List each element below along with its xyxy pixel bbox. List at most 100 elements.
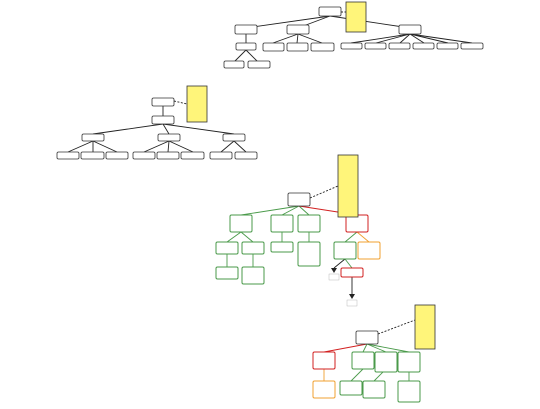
- tree-1-edges: [233, 11, 473, 63]
- node-t4-d[interactable]: [397, 351, 421, 373]
- edge: [366, 343, 387, 353]
- node-t2-b3[interactable]: [180, 151, 205, 160]
- node-t2-b2[interactable]: [156, 151, 180, 160]
- node-t1-c2[interactable]: [364, 42, 387, 50]
- node-t1-b3[interactable]: [310, 42, 335, 52]
- edge: [296, 33, 299, 44]
- edge: [162, 123, 170, 135]
- node-t4-b1[interactable]: [339, 380, 363, 396]
- node-t1-root[interactable]: [318, 6, 342, 17]
- node-t3-c1[interactable]: [297, 241, 321, 267]
- node-t2-a[interactable]: [81, 133, 105, 142]
- edge: [92, 140, 118, 153]
- node-t2-c[interactable]: [222, 133, 246, 142]
- edge: [344, 231, 358, 243]
- node-t1-c3[interactable]: [388, 42, 411, 50]
- edge: [245, 49, 259, 63]
- terminal-marker: [331, 268, 337, 273]
- edge: [350, 33, 411, 44]
- edge: [143, 140, 170, 153]
- node-t4-b[interactable]: [351, 351, 375, 370]
- node-t3-d1[interactable]: [333, 241, 357, 260]
- node-t1-c5[interactable]: [436, 42, 459, 50]
- node-t1-b2[interactable]: [286, 42, 309, 52]
- terminal-label: [346, 299, 358, 307]
- edge: [92, 123, 164, 135]
- terminal-marker: [349, 294, 355, 299]
- node-t3-b[interactable]: [270, 214, 294, 233]
- note-connector: [377, 319, 416, 335]
- node-t4-a[interactable]: [312, 351, 336, 370]
- sticky-note: [337, 154, 359, 218]
- sticky-note: [414, 304, 436, 350]
- node-t1-c4[interactable]: [412, 42, 435, 50]
- tree-2: [56, 85, 258, 160]
- node-t3-d1b[interactable]: [340, 267, 364, 278]
- edge: [333, 258, 346, 269]
- node-t3-d2[interactable]: [357, 241, 381, 260]
- tree-2-nodes: [56, 97, 258, 160]
- edge: [323, 343, 368, 353]
- node-t4-d1[interactable]: [397, 380, 421, 403]
- node-t3-a[interactable]: [229, 214, 253, 233]
- edge: [366, 343, 410, 353]
- edge: [240, 231, 254, 243]
- edge: [409, 33, 425, 44]
- edge: [245, 15, 331, 29]
- edge: [233, 140, 247, 153]
- node-t3-a2a[interactable]: [241, 266, 265, 285]
- node-t3-a1[interactable]: [215, 241, 239, 255]
- tree-3-edges: [226, 185, 370, 294]
- tree-1: [223, 1, 484, 69]
- node-t1-b1[interactable]: [262, 42, 285, 52]
- edge: [375, 33, 411, 44]
- node-t2-root[interactable]: [151, 97, 175, 107]
- edge: [67, 140, 94, 153]
- node-t3-a2[interactable]: [241, 241, 265, 255]
- edge: [356, 231, 370, 243]
- node-t3-root[interactable]: [287, 192, 311, 207]
- terminal-label: [328, 273, 340, 281]
- node-t3-c[interactable]: [297, 214, 321, 233]
- note-connector: [173, 100, 188, 105]
- node-t2-c2[interactable]: [234, 151, 258, 160]
- tree-4: [312, 304, 436, 403]
- node-t2-a2[interactable]: [80, 151, 105, 160]
- node-t4-a1[interactable]: [312, 380, 336, 399]
- node-t1-a1a[interactable]: [223, 60, 245, 69]
- edge: [220, 140, 235, 153]
- node-t1-a1b[interactable]: [247, 60, 271, 69]
- node-t4-c1[interactable]: [362, 380, 386, 399]
- tree-2-edges: [67, 100, 247, 153]
- edge: [409, 33, 473, 44]
- node-t1-c6[interactable]: [460, 42, 484, 50]
- node-t3-b1[interactable]: [270, 241, 294, 253]
- node-t2-a3[interactable]: [105, 151, 129, 160]
- node-t4-c[interactable]: [374, 351, 398, 373]
- sticky-note: [186, 85, 208, 123]
- tree-4-nodes: [312, 330, 421, 403]
- edge: [226, 231, 242, 243]
- edge: [297, 33, 323, 44]
- node-t2-b1[interactable]: [132, 151, 156, 160]
- node-t2-c1[interactable]: [209, 151, 233, 160]
- node-t1-b[interactable]: [286, 24, 310, 35]
- edge: [240, 205, 300, 216]
- note-connector: [309, 185, 339, 199]
- edge: [281, 205, 300, 216]
- node-t1-c1[interactable]: [340, 42, 363, 50]
- tree-3: [215, 154, 381, 307]
- node-t3-a1a[interactable]: [215, 266, 239, 280]
- node-t1-a[interactable]: [234, 24, 258, 35]
- node-t2-mid[interactable]: [151, 115, 175, 125]
- node-t2-b[interactable]: [157, 133, 181, 142]
- node-t1-c[interactable]: [398, 24, 422, 35]
- node-t1-a1[interactable]: [235, 42, 257, 51]
- node-t2-a1[interactable]: [56, 151, 80, 160]
- node-t3-d[interactable]: [345, 214, 369, 233]
- edge: [329, 15, 411, 29]
- edge: [399, 33, 411, 44]
- node-t4-root[interactable]: [355, 330, 379, 345]
- tree-3-nodes: [215, 192, 381, 285]
